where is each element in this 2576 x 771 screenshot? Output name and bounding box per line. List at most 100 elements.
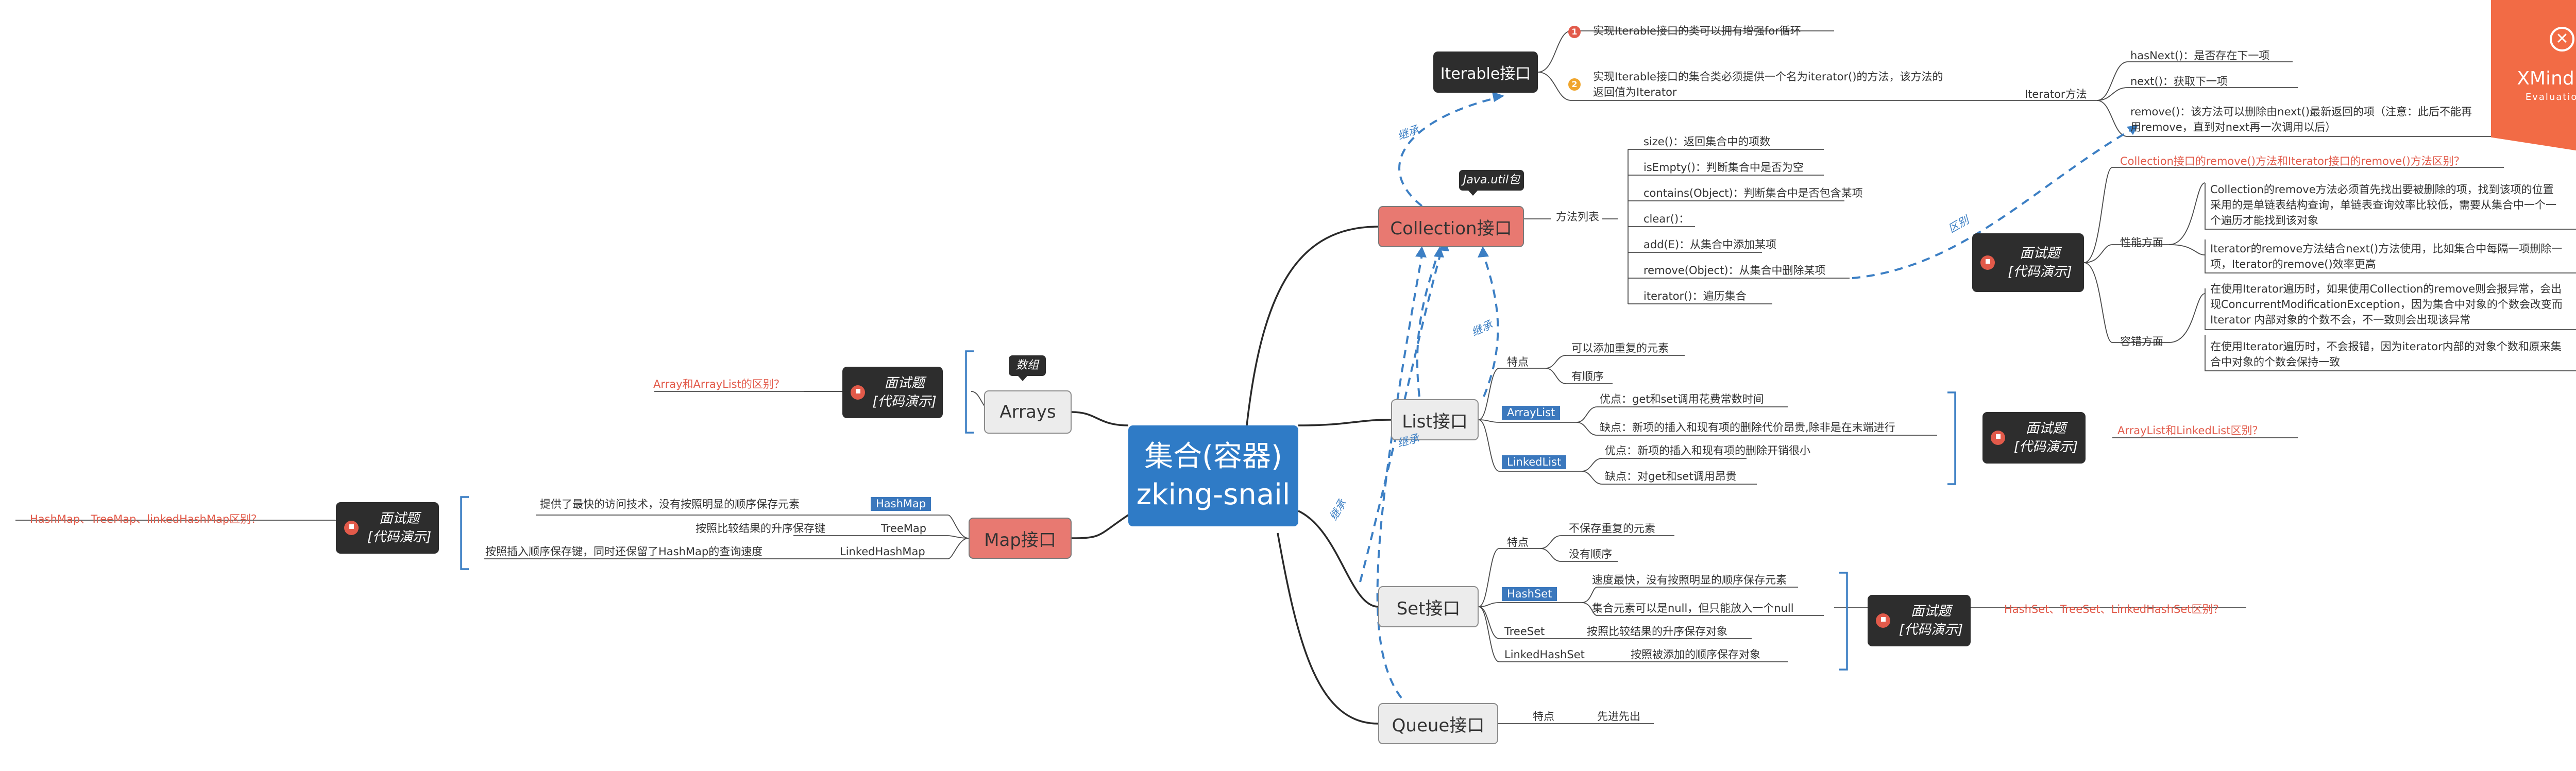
method-remove: remove(Object)：从集合中删除某项 bbox=[1643, 264, 1826, 277]
set-node[interactable]: Set接口 bbox=[1378, 586, 1479, 627]
fault-tolerance-label: 容错方面 bbox=[2120, 335, 2163, 348]
interview-list-subtitle: [代码演示] bbox=[2013, 439, 2078, 455]
linkedlist-tag: LinkedList bbox=[1502, 455, 1567, 469]
treeset-desc: 按照比较结果的升序保存对象 bbox=[1587, 625, 1727, 638]
queue-node[interactable]: Queue接口 bbox=[1378, 703, 1498, 744]
fault-collection-line3: Iterator 内部对象的个数不会，不一致则会出现该异常 bbox=[2210, 314, 2471, 326]
queue-feature-fifo: 先进先出 bbox=[1597, 710, 1640, 723]
interview-set-question: HashSet、TreeSet、LinkedHashSet区别？ bbox=[2004, 603, 2224, 615]
performance-label: 性能方面 bbox=[2120, 236, 2163, 249]
performance-iterator-line2: 项，Iterator的remove()效率更高 bbox=[2210, 258, 2376, 270]
root-subtitle: zking-snail bbox=[1136, 478, 1291, 511]
interview-remove-title: 面试题 bbox=[2020, 246, 2060, 261]
treemap-desc: 按照比较结果的升序保存键 bbox=[696, 522, 825, 535]
method-contains: contains(Object)：判断集合中是否包含某项 bbox=[1643, 187, 1863, 199]
arraylist-pro: 优点：get和set调用花费常数时间 bbox=[1600, 393, 1764, 405]
iterable-note-2-line1: 实现Iterable接口的集合类必须提供一个名为iterator()的方法，该方… bbox=[1593, 71, 1943, 83]
iterator-next: next()：获取下一项 bbox=[2130, 75, 2228, 88]
watermark-brand: XMind: ZEN bbox=[2517, 68, 2576, 89]
map-node[interactable]: Map接口 bbox=[969, 518, 1072, 559]
arraylist-tag: ArrayList bbox=[1502, 406, 1561, 420]
interview-list-title: 面试题 bbox=[2025, 421, 2066, 436]
linkedhashset-desc: 按照被添加的顺序保存对象 bbox=[1631, 648, 1760, 661]
interview-arrays-question: Array和ArrayList的区别？ bbox=[653, 378, 785, 390]
root-topic[interactable]: 集合(容器) zking-snail bbox=[1128, 425, 1298, 526]
interview-map-title: 面试题 bbox=[379, 511, 419, 526]
hashmap-desc: 提供了最快的访问技术，没有按照明显的顺序保存元素 bbox=[540, 498, 800, 510]
hashmap-tag: HashMap bbox=[871, 497, 931, 511]
number-2-icon: 2 bbox=[1568, 78, 1581, 91]
list-feature-duplicates: 可以添加重复的元素 bbox=[1571, 342, 1669, 354]
method-iterator: iterator()：遍历集合 bbox=[1643, 290, 1747, 302]
interview-list-box[interactable]: 面试题 [代码演示] bbox=[1982, 412, 2086, 464]
flag-icon bbox=[344, 521, 359, 535]
interview-arrays-subtitle: [代码演示] bbox=[872, 394, 937, 409]
interview-arrays-box[interactable]: 面试题 [代码演示] bbox=[842, 367, 943, 418]
linkedlist-pro: 优点：新项的插入和现有项的删除开销很小 bbox=[1605, 444, 1810, 457]
interview-remove-question: Collection接口的remove()方法和Iterator接口的remov… bbox=[2120, 155, 2465, 167]
list-feature-label: 特点 bbox=[1507, 356, 1529, 368]
interview-set-box[interactable]: 面试题 [代码演示] bbox=[1868, 595, 1971, 646]
collection-node[interactable]: Collection接口 bbox=[1378, 206, 1524, 247]
interview-map-subtitle: [代码演示] bbox=[367, 529, 432, 545]
method-isempty: isEmpty()：判断集合中是否为空 bbox=[1643, 161, 1804, 174]
xmind-watermark: ✕ XMind: ZEN Evaluation Copy bbox=[2491, 0, 2576, 160]
interview-remove-box[interactable]: 面试题 [代码演示] bbox=[1972, 233, 2084, 292]
fault-iterator-line1: 在使用Iterator遍历时，不会报错，因为iterator内部的对象个数和原来… bbox=[2210, 340, 2562, 353]
hashset-tag: HashSet bbox=[1502, 587, 1557, 601]
set-feature-label: 特点 bbox=[1507, 536, 1529, 549]
java-util-callout: Java.util包 bbox=[1459, 170, 1524, 196]
iterable-node[interactable]: Iterable接口 bbox=[1433, 52, 1538, 93]
set-feature-no-duplicates: 不保存重复的元素 bbox=[1569, 522, 1655, 535]
flag-icon bbox=[1980, 255, 1995, 270]
flag-icon bbox=[1991, 431, 2005, 445]
iterator-remove-line1: remove()：该方法可以删除由next()最新返回的项（注意：此后不能再 bbox=[2130, 106, 2472, 118]
performance-collection-line1: Collection的remove方法必须首先找出要被删除的项，找到该项的位置 bbox=[2210, 183, 2554, 196]
flag-icon bbox=[851, 385, 865, 400]
list-node[interactable]: List接口 bbox=[1391, 399, 1479, 440]
number-1-icon: 1 bbox=[1568, 26, 1581, 38]
xmind-logo-icon: ✕ bbox=[2550, 27, 2574, 52]
interview-list-question: ArrayList和LinkedList区别？ bbox=[2117, 424, 2263, 437]
performance-iterator-line1: Iterator的remove方法结合next()方法使用，比如集合中每隔一项删… bbox=[2210, 243, 2563, 255]
fault-collection-line2: 现ConcurrentModificationException，因为集合中对象… bbox=[2210, 298, 2563, 311]
arraylist-con: 缺点：新项的插入和现有项的删除代价昂贵,除非是在末端进行 bbox=[1600, 421, 1895, 434]
interview-set-title: 面试题 bbox=[1910, 604, 1951, 619]
method-add: add(E)：从集合中添加某项 bbox=[1643, 238, 1777, 251]
methods-list-label: 方法列表 bbox=[1556, 211, 1599, 223]
linkedhashset-label: LinkedHashSet bbox=[1504, 648, 1585, 661]
method-clear: clear()： bbox=[1643, 213, 1690, 225]
iterable-note-2-line2: 返回值为Iterator bbox=[1593, 86, 1677, 98]
watermark-sub: Evaluation Copy bbox=[2525, 92, 2576, 102]
performance-collection-line3: 个遍历才能找到该对象 bbox=[2210, 214, 2318, 227]
hashset-null: 集合元素可以是null，但只能放入一个null bbox=[1592, 602, 1794, 614]
linkedhashmap-label: LinkedHashMap bbox=[840, 545, 925, 558]
array-callout: 数组 bbox=[1009, 355, 1046, 381]
linkedlist-con: 缺点：对get和set调用昂贵 bbox=[1605, 470, 1737, 483]
treeset-label: TreeSet bbox=[1504, 625, 1545, 638]
method-size: size()：返回集合中的项数 bbox=[1643, 135, 1771, 148]
linkedhashmap-desc: 按照插入顺序保存键，同时还保留了HashMap的查询速度 bbox=[485, 545, 763, 558]
interview-arrays-title: 面试题 bbox=[884, 375, 925, 391]
set-feature-unordered: 没有顺序 bbox=[1569, 548, 1612, 560]
queue-feature-label: 特点 bbox=[1533, 710, 1554, 723]
root-title: 集合(容器) bbox=[1144, 440, 1282, 473]
treemap-label: TreeMap bbox=[881, 522, 927, 535]
iterator-remove-line2: 用remove，直到对next再一次调用以后） bbox=[2130, 121, 2336, 133]
fault-collection-line1: 在使用Iterator遍历时，如果使用Collection的remove则会报异… bbox=[2210, 283, 2562, 295]
interview-remove-subtitle: [代码演示] bbox=[2008, 264, 2072, 280]
fault-iterator-line2: 合中对象的个数会保持一致 bbox=[2210, 356, 2340, 368]
iterator-methods-label: Iterator方法 bbox=[2025, 88, 2087, 100]
interview-set-subtitle: [代码演示] bbox=[1899, 622, 1963, 638]
arrays-node[interactable]: Arrays bbox=[984, 390, 1072, 434]
iterable-note-1: 实现Iterable接口的类可以拥有增强for循环 bbox=[1593, 25, 1801, 37]
hashset-fastest: 速度最快，没有按照明显的顺序保存元素 bbox=[1592, 574, 1787, 586]
flag-icon bbox=[1876, 613, 1890, 628]
performance-collection-line2: 采用的是单链表结构查询，单链表查询效率比较低，需要从集合中一个一 bbox=[2210, 199, 2556, 211]
iterator-hasnext: hasNext()：是否存在下一项 bbox=[2130, 49, 2270, 62]
list-feature-ordered: 有顺序 bbox=[1571, 370, 1604, 383]
interview-map-question: HashMap、TreeMap、linkedHashMap区别？ bbox=[30, 513, 262, 525]
interview-map-box[interactable]: 面试题 [代码演示] bbox=[336, 502, 439, 554]
